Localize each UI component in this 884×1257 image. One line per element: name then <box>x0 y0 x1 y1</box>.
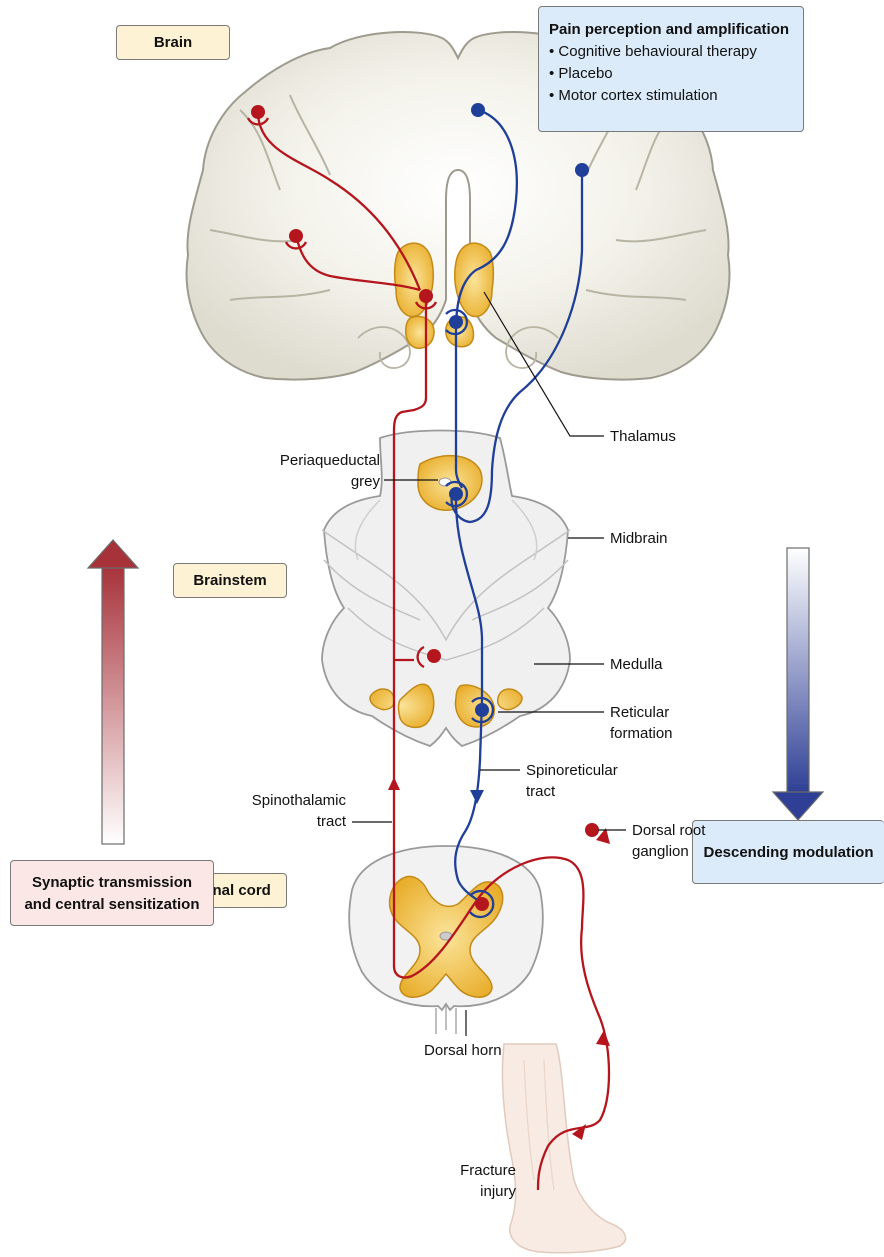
spinal-cord-section <box>349 846 543 1034</box>
label-line: tract <box>200 811 346 832</box>
label-line: Spinoreticular <box>526 760 618 781</box>
label-line: Spinothalamic <box>200 790 346 811</box>
label-spinothalamic-tract: Spinothalamic tract <box>200 790 346 832</box>
label-thalamus: Thalamus <box>610 426 676 447</box>
region-label-brainstem: Brainstem <box>173 563 287 598</box>
label-medulla: Medulla <box>610 654 663 675</box>
descending-arrow <box>773 548 823 820</box>
label-dorsal-root-ganglion: Dorsal root ganglion <box>632 820 705 862</box>
ascending-arrow <box>88 540 138 844</box>
label-line: grey <box>232 471 380 492</box>
label-line: injury <box>416 1181 516 1202</box>
label-line: formation <box>610 723 673 744</box>
synaptic-box-line: Synaptic transmission <box>11 872 213 894</box>
pain-box-item: • Motor cortex stimulation <box>549 85 793 107</box>
label-line: Reticular <box>610 702 673 723</box>
pain-box-item: • Cognitive behavioural therapy <box>549 41 793 63</box>
label-reticular-formation: Reticular formation <box>610 702 673 744</box>
pain-box-title: Pain perception and amplification <box>549 19 793 41</box>
label-dorsal-horn: Dorsal horn <box>424 1040 502 1061</box>
label-line: Dorsal root <box>632 820 705 841</box>
label-line: tract <box>526 781 618 802</box>
label-midbrain: Midbrain <box>610 528 668 549</box>
label-line: ganglion <box>632 841 705 862</box>
region-label-brain: Brain <box>116 25 230 60</box>
label-periaqueductal-grey: Periaqueductal grey <box>232 450 380 492</box>
label-line: Periaqueductal <box>232 450 380 471</box>
descending-modulation-box: Descending modulation <box>692 820 884 884</box>
label-spinoreticular-tract: Spinoreticular tract <box>526 760 618 802</box>
synaptic-transmission-box: Synaptic transmission and central sensit… <box>10 860 214 926</box>
synaptic-box-line: and central sensitization <box>11 894 213 916</box>
pain-box-item: • Placebo <box>549 63 793 85</box>
pain-perception-box: Pain perception and amplification • Cogn… <box>538 6 804 132</box>
label-line: Fracture <box>416 1160 516 1181</box>
label-fracture-injury: Fracture injury <box>416 1160 516 1202</box>
leg-illustration <box>502 1044 625 1253</box>
